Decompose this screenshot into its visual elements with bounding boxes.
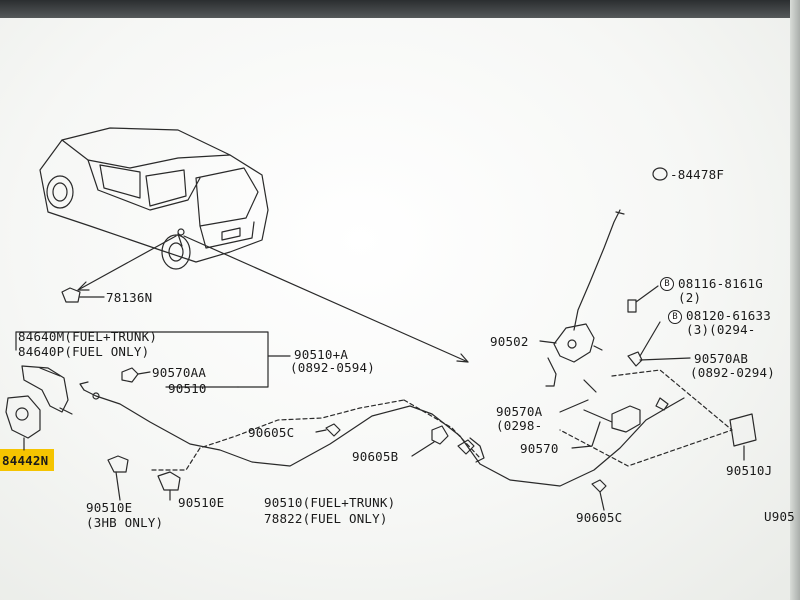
part-label-90570ab: 90570AB (694, 351, 749, 366)
part-label-90570ab-date: (0892-0294) (690, 365, 775, 380)
part-label-84442n: 84442N (2, 453, 49, 468)
clip-90605c-right (591, 479, 607, 493)
part-label-90510-top: 90510 (168, 381, 207, 396)
part-label-90570: 90570 (520, 441, 559, 456)
bolt-08116 (627, 299, 637, 313)
part-label-84640p: 84640P(FUEL ONLY) (18, 344, 150, 359)
part-label-90570aa: 90570AA (152, 365, 207, 380)
part-label-90570a-date: (0298- (496, 418, 543, 433)
clip-90510e-right (157, 471, 181, 491)
part-label-90510e-right: 90510E (178, 495, 225, 510)
part-label-84640m: 84640M(FUEL+TRUNK) (18, 329, 158, 344)
part-label-78136n: 78136N (106, 290, 153, 305)
striker-assembly (611, 405, 641, 433)
part-label-90502: 90502 (490, 334, 529, 349)
part-label-84478f: -84478F (670, 167, 725, 182)
clip-90570aa (121, 367, 139, 383)
part-label-90570a: 90570A (496, 404, 543, 419)
part-label-90510e-left-note: (3HB ONLY) (86, 515, 164, 530)
clip-90605c-left (325, 423, 341, 437)
part-label-90605b: 90605B (352, 449, 399, 464)
part-label-90510e-left: 90510E (86, 500, 133, 515)
b-marker-2: B (668, 310, 682, 324)
part-label-90510-bottom: 90510(FUEL+TRUNK) (264, 495, 396, 510)
part-label-90605c-right: 90605C (576, 510, 623, 525)
pad-90510j (729, 413, 757, 447)
clip-90605b (431, 425, 449, 445)
monitor-bezel-top (0, 0, 800, 18)
part-label-90510a-date: (0892-0594) (290, 360, 375, 375)
latch-assembly (545, 209, 625, 393)
callout-arrow-right (183, 235, 469, 363)
grommet-84478f (652, 167, 668, 181)
part-label-90510j: 90510J (726, 463, 773, 478)
b-marker-1: B (660, 277, 674, 291)
clip-78136n (61, 287, 81, 303)
callout-arrow-left (77, 235, 177, 291)
part-label-08120: 08120-61633 (686, 308, 771, 323)
diagram-code: U905 (764, 509, 795, 524)
part-label-08116: 08116-8161G (678, 276, 763, 291)
part-label-78822: 78822(FUEL ONLY) (264, 511, 388, 526)
bolt-08120 (627, 351, 643, 367)
part-label-08116-qty: (2) (678, 290, 702, 305)
opener-assembly (5, 365, 73, 439)
part-number-highlight (0, 449, 54, 471)
release-cable (83, 389, 685, 487)
monitor-bezel-right (790, 0, 800, 600)
part-label-90605c-left: 90605C (248, 425, 295, 440)
part-label-90510a: 90510+A (294, 347, 349, 362)
vehicle-illustration (39, 127, 269, 270)
clip-90510e-left (107, 455, 129, 473)
part-label-08120-qty: (3)(0294- (686, 322, 756, 337)
